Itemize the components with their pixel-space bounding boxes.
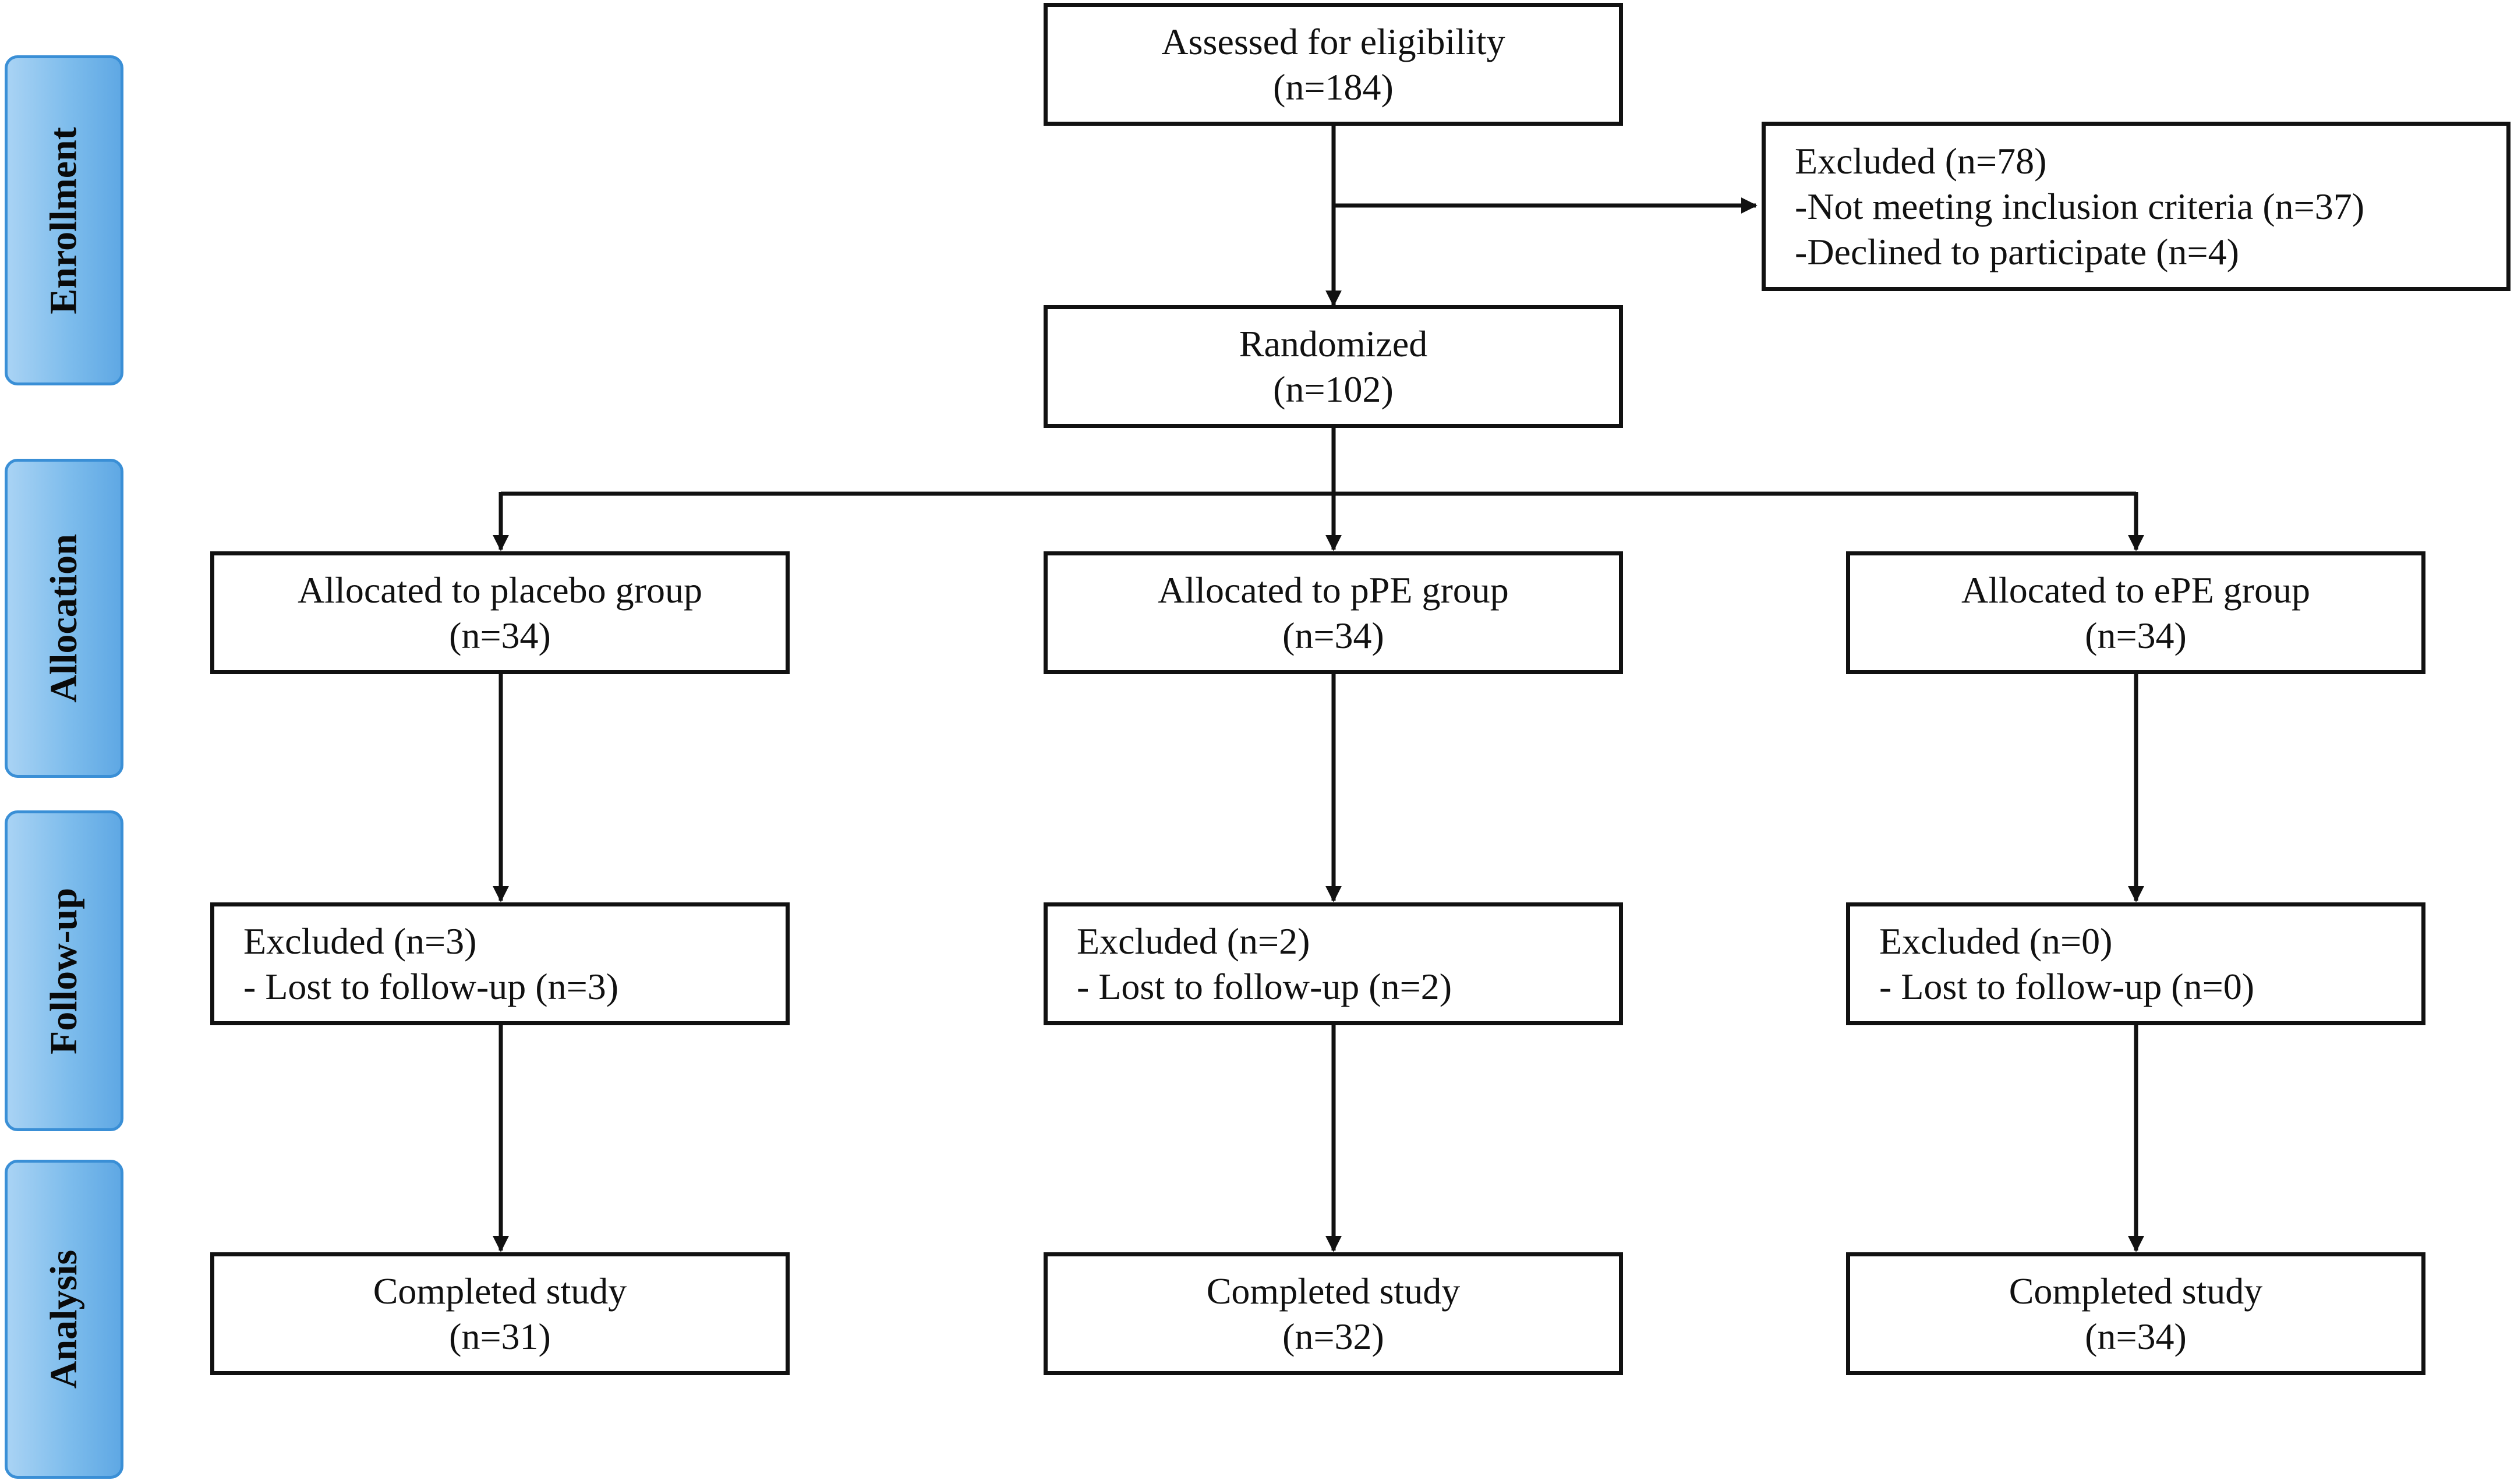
followup-excluded: Excluded (n=2) bbox=[1077, 920, 1310, 962]
analysis-title: Completed study bbox=[1206, 1270, 1461, 1312]
randomized-title: Randomized bbox=[1239, 323, 1428, 364]
analysis-box-ppe: Completed study (n=32) bbox=[1044, 1252, 1623, 1375]
followup-excluded: Excluded (n=3) bbox=[243, 920, 477, 962]
allocation-title: Allocated to pPE group bbox=[1158, 569, 1509, 611]
analysis-box-placebo: Completed study (n=31) bbox=[210, 1252, 790, 1375]
allocation-box-ppe: Allocated to pPE group (n=34) bbox=[1044, 551, 1623, 674]
analysis-count: (n=31) bbox=[449, 1315, 551, 1357]
assessed-title: Assessed for eligibility bbox=[1161, 20, 1505, 62]
allocation-box-placebo: Allocated to placebo group (n=34) bbox=[210, 551, 790, 674]
excluded-reason-inclusion: -Not meeting inclusion criteria (n=37) bbox=[1795, 185, 2365, 227]
followup-lost: - Lost to follow-up (n=3) bbox=[243, 965, 618, 1007]
allocation-title: Allocated to placebo group bbox=[298, 569, 702, 611]
allocation-box-epe: Allocated to ePE group (n=34) bbox=[1846, 551, 2425, 674]
randomized-count: (n=102) bbox=[1273, 368, 1394, 410]
randomized-box: Randomized (n=102) bbox=[1044, 305, 1623, 428]
analysis-title: Completed study bbox=[2009, 1270, 2263, 1312]
excluded-reason-declined: -Declined to participate (n=4) bbox=[1795, 231, 2239, 272]
followup-excluded: Excluded (n=0) bbox=[1879, 920, 2113, 962]
followup-box-placebo: Excluded (n=3) - Lost to follow-up (n=3) bbox=[210, 902, 790, 1025]
excluded-box: Excluded (n=78) -Not meeting inclusion c… bbox=[1762, 122, 2511, 291]
analysis-count: (n=34) bbox=[2085, 1315, 2187, 1357]
allocation-count: (n=34) bbox=[1282, 614, 1384, 656]
allocation-title: Allocated to ePE group bbox=[1961, 569, 2310, 611]
analysis-count: (n=32) bbox=[1282, 1315, 1384, 1357]
stage-follow-up: Follow-up bbox=[5, 810, 123, 1131]
stage-enrollment: Enrollment bbox=[5, 55, 123, 385]
analysis-title: Completed study bbox=[373, 1270, 627, 1312]
assessed-box: Assessed for eligibility (n=184) bbox=[1044, 3, 1623, 126]
allocation-count: (n=34) bbox=[2085, 614, 2187, 656]
followup-box-epe: Excluded (n=0) - Lost to follow-up (n=0) bbox=[1846, 902, 2425, 1025]
followup-lost: - Lost to follow-up (n=2) bbox=[1077, 965, 1452, 1007]
stage-enrollment-label: Enrollment bbox=[43, 126, 85, 314]
stage-allocation-label: Allocation bbox=[43, 534, 85, 703]
stage-analysis-label: Analysis bbox=[43, 1249, 86, 1389]
stage-follow-up-label: Follow-up bbox=[43, 887, 86, 1054]
excluded-title: Excluded (n=78) bbox=[1795, 140, 2047, 182]
followup-lost: - Lost to follow-up (n=0) bbox=[1879, 965, 2254, 1007]
analysis-box-epe: Completed study (n=34) bbox=[1846, 1252, 2425, 1375]
allocation-count: (n=34) bbox=[449, 614, 551, 656]
stage-allocation: Allocation bbox=[5, 459, 123, 778]
stage-analysis: Analysis bbox=[5, 1160, 123, 1479]
followup-box-ppe: Excluded (n=2) - Lost to follow-up (n=2) bbox=[1044, 902, 1623, 1025]
assessed-count: (n=184) bbox=[1273, 66, 1394, 108]
